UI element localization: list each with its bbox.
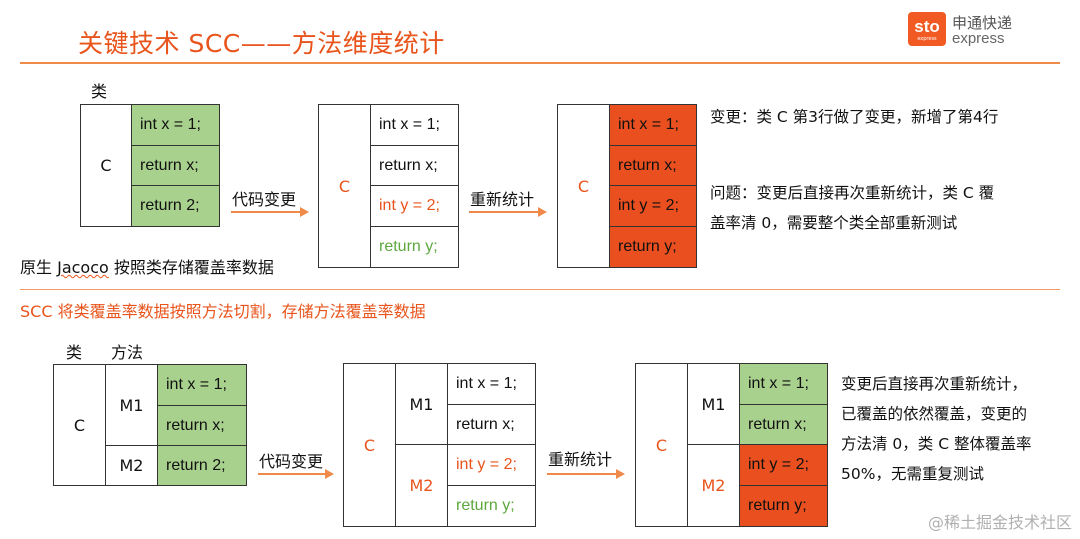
- arrow-line: [547, 473, 617, 475]
- code-line-uncovered: return y;: [609, 226, 697, 268]
- arrow-head-icon: [300, 207, 309, 217]
- code-line-uncovered: int y = 2;: [739, 444, 828, 486]
- code-line-uncovered: int x = 1;: [609, 104, 697, 146]
- code-line: return x;: [157, 405, 247, 446]
- footnote: 原生 Jacoco 按照类存储覆盖率数据: [20, 254, 274, 278]
- code-line-uncovered: return y;: [739, 485, 828, 527]
- method-cell: M2: [105, 445, 158, 486]
- section-divider: [20, 289, 1060, 290]
- class-header-label: 类: [91, 82, 108, 101]
- note-change: 变更：类 C 第3行做了变更，新增了第4行: [710, 108, 999, 126]
- code-line: return x;: [131, 145, 220, 186]
- code-line: return 2;: [131, 185, 220, 227]
- watermark: @稀土掘金技术社区: [927, 513, 1072, 532]
- method-header-label: 方法: [111, 343, 144, 362]
- footnote-suffix: 按照类存储覆盖率数据: [108, 258, 274, 277]
- brand-name-cn: 申通快递: [952, 14, 1013, 32]
- arrow-label-code-change: 代码变更: [259, 452, 324, 471]
- arrow-line: [258, 473, 326, 475]
- code-line: int x = 1;: [370, 104, 459, 146]
- note-scc-result: 变更后直接再次重新统计，已覆盖的依然覆盖，变更的方法清 0，类 C 整体覆盖率 …: [841, 375, 1032, 483]
- code-line-uncovered: return x;: [609, 145, 697, 186]
- scc-caption: SCC 将类覆盖率数据按照方法切割，存储方法覆盖率数据: [20, 302, 426, 321]
- jacoco-term: Jacoco: [57, 258, 109, 277]
- arrow-label-recount: 重新统计: [548, 450, 613, 469]
- code-line-changed: int y = 2;: [447, 444, 536, 486]
- code-line: int x = 1;: [131, 104, 220, 146]
- sto-logo: sto: [908, 12, 946, 46]
- code-line: return 2;: [157, 445, 247, 486]
- class-cell: C: [80, 104, 132, 227]
- code-line-added: return y;: [447, 485, 536, 527]
- code-line: int x = 1;: [447, 363, 536, 405]
- arrow-label-code-change: 代码变更: [232, 190, 297, 209]
- method-cell-changed: M2: [687, 444, 740, 527]
- method-cell: M1: [105, 364, 158, 446]
- page-title: 关键技术 SCC——方法维度统计: [78, 29, 445, 58]
- arrow-line: [469, 211, 539, 213]
- note-problem: 问题：变更后直接再次重新统计，类 C 覆盖率清 0，需要整个类全部重新测试: [710, 184, 995, 232]
- code-line: int x = 1;: [157, 364, 247, 406]
- method-cell-changed: M2: [395, 444, 448, 527]
- method-cell: M1: [395, 363, 448, 445]
- class-cell: C: [635, 363, 688, 527]
- arrow-line: [231, 211, 301, 213]
- code-line-added: return y;: [370, 226, 459, 268]
- arrow-head-icon: [325, 469, 334, 479]
- code-line-covered: return x;: [739, 404, 828, 445]
- footnote-prefix: 原生: [20, 258, 58, 277]
- arrow-head-icon: [538, 207, 547, 217]
- class-cell: C: [557, 104, 610, 268]
- brand-name-en: express: [952, 30, 1005, 47]
- arrow-label-recount: 重新统计: [470, 190, 535, 209]
- code-line-uncovered: int y = 2;: [609, 185, 697, 227]
- class-cell: C: [343, 363, 396, 527]
- sto-logo-subtext: express: [917, 36, 937, 42]
- class-cell: C: [318, 104, 371, 268]
- class-header-label: 类: [66, 343, 83, 362]
- title-divider: [20, 62, 1060, 64]
- class-cell: C: [53, 364, 106, 486]
- code-line-changed: int y = 2;: [370, 185, 459, 227]
- code-line: return x;: [370, 145, 459, 186]
- code-line-covered: int x = 1;: [739, 363, 828, 405]
- arrow-head-icon: [616, 469, 625, 479]
- method-cell: M1: [687, 363, 740, 445]
- code-line: return x;: [447, 404, 536, 445]
